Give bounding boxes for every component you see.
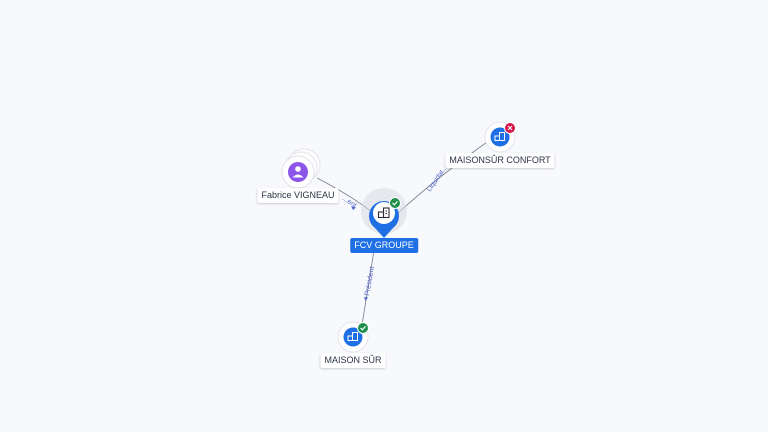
node-top-right[interactable] <box>484 121 516 153</box>
node-person[interactable] <box>281 148 321 189</box>
node-label-top-right[interactable]: MAISONSÛR CONFORT <box>445 153 555 168</box>
building-icon <box>377 207 390 219</box>
check-badge-icon <box>389 197 401 209</box>
node-bottom[interactable] <box>337 321 369 353</box>
check-badge-icon <box>357 322 369 334</box>
building-icon <box>347 332 358 341</box>
building-icon <box>494 132 505 141</box>
closed-badge-icon <box>504 122 516 134</box>
edge-label-center-bottom: Président <box>364 266 376 296</box>
edge-label-center-top-right: Liquidat... <box>426 164 449 193</box>
edge-line <box>397 139 491 214</box>
arrow-icon <box>364 297 368 301</box>
node-label-person[interactable]: Fabrice VIGNEAU <box>257 188 339 203</box>
edge-center-top-right: Liquidat... <box>397 139 491 214</box>
arrow-icon <box>351 206 356 210</box>
node-center[interactable] <box>361 188 407 238</box>
node-label-bottom[interactable]: MAISON SÛR <box>320 353 386 368</box>
person-icon <box>288 162 308 182</box>
node-label-center[interactable]: FCV GROUPE <box>350 238 418 253</box>
